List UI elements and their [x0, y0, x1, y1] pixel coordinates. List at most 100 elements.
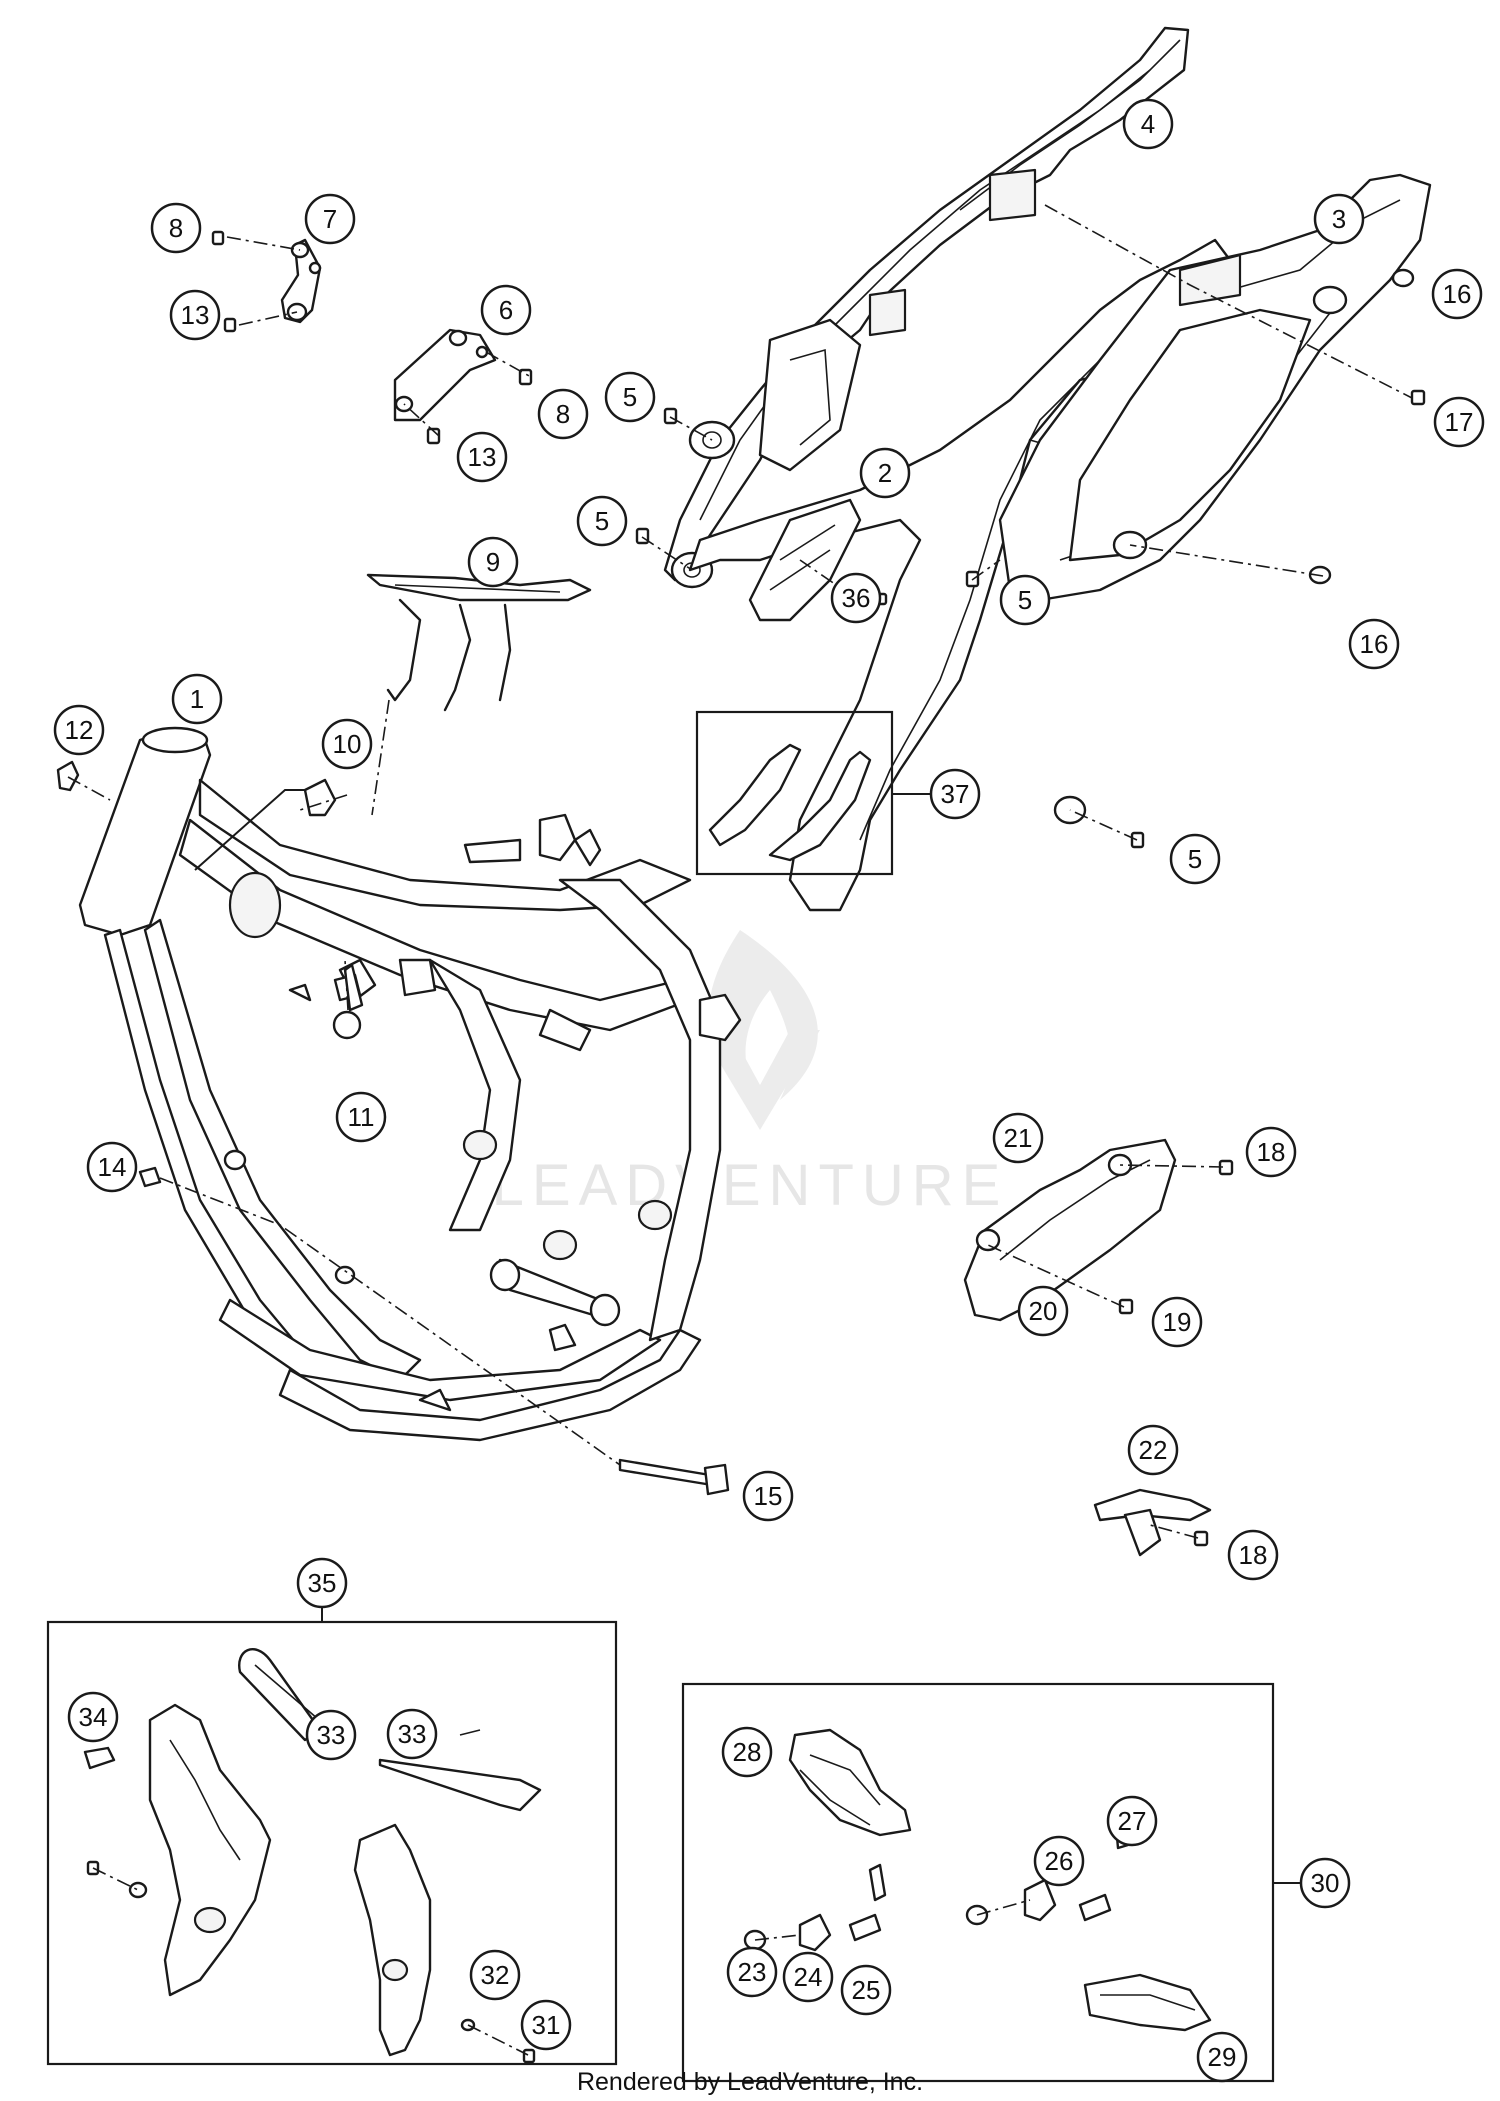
part-bolts-14-15: [138, 1166, 730, 1496]
part-12: [56, 760, 80, 792]
callout-22: 22: [1127, 1424, 1179, 1476]
footer-credit: Rendered by LeadVenture, Inc.: [576, 2068, 924, 2096]
svg-text:6: 6: [499, 295, 513, 325]
callout-19: 19: [1151, 1296, 1203, 1348]
callout-7: 7: [304, 193, 356, 245]
part-box-35: [46, 1620, 618, 2066]
svg-text:22: 22: [1139, 1435, 1168, 1465]
callout-33-b: 33: [386, 1708, 438, 1760]
svg-text:19: 19: [1163, 1307, 1192, 1337]
svg-text:4: 4: [1141, 109, 1155, 139]
svg-text:20: 20: [1029, 1296, 1058, 1326]
callout-2: 2: [859, 447, 911, 499]
callout-9: 9: [467, 536, 519, 588]
svg-text:9: 9: [486, 547, 500, 577]
svg-text:8: 8: [556, 399, 570, 429]
svg-text:25: 25: [852, 1975, 881, 2005]
part-clamp-11: [332, 963, 364, 1040]
part-bracket-7: [280, 238, 322, 324]
svg-text:5: 5: [623, 382, 637, 412]
svg-text:24: 24: [794, 1962, 823, 1992]
callout-5-b: 5: [576, 495, 628, 547]
part-main-frame: [78, 726, 742, 1442]
callout-14: 14: [86, 1141, 138, 1193]
svg-text:10: 10: [333, 729, 362, 759]
svg-text:8: 8: [169, 213, 183, 243]
svg-text:23: 23: [738, 1957, 767, 1987]
svg-text:30: 30: [1311, 1868, 1340, 1898]
callout-4: 4: [1122, 98, 1174, 150]
part-bracket-6: [393, 328, 497, 422]
svg-text:1: 1: [190, 684, 204, 714]
callout-37: 37: [929, 768, 981, 820]
watermark-text: LEADVENTURE: [492, 1153, 1009, 1218]
callout-5-a: 5: [604, 371, 656, 423]
part-box-37: [695, 710, 894, 876]
svg-text:26: 26: [1045, 1846, 1074, 1876]
part-guard-22: [1093, 1488, 1212, 1557]
svg-text:35: 35: [308, 1568, 337, 1598]
callout-25: 25: [840, 1964, 892, 2016]
callout-24: 24: [782, 1951, 834, 2003]
callout-27: 27: [1106, 1795, 1158, 1847]
part-seat-bracket: [366, 573, 592, 712]
callout-32: 32: [469, 1949, 521, 2001]
callout-15: 15: [742, 1470, 794, 1522]
svg-text:7: 7: [323, 204, 337, 234]
svg-text:5: 5: [595, 506, 609, 536]
callout-23: 23: [726, 1946, 778, 1998]
svg-text:2: 2: [878, 458, 892, 488]
svg-text:36: 36: [842, 583, 871, 613]
svg-text:18: 18: [1239, 1540, 1268, 1570]
svg-text:18: 18: [1257, 1137, 1286, 1167]
part-guard-21: [963, 1138, 1234, 1322]
svg-text:29: 29: [1208, 2042, 1237, 2072]
callout-33-a: 33: [305, 1709, 357, 1761]
part-10: [303, 778, 337, 817]
leader-lines: [67, 204, 1413, 2056]
callout-12: 12: [53, 704, 105, 756]
svg-text:21: 21: [1004, 1123, 1033, 1153]
svg-text:16: 16: [1360, 629, 1389, 659]
callout-20: 20: [1017, 1285, 1069, 1337]
callout-13-b: 13: [456, 431, 508, 483]
callout-5-d: 5: [1169, 833, 1221, 885]
svg-text:11: 11: [348, 1102, 375, 1132]
svg-text:5: 5: [1188, 844, 1202, 874]
callout-28: 28: [721, 1726, 773, 1778]
callout-35: 35: [296, 1557, 348, 1609]
svg-text:27: 27: [1118, 1806, 1147, 1836]
callout-31: 31: [520, 1999, 572, 2051]
callout-3: 3: [1313, 193, 1365, 245]
callout-8-b: 8: [537, 388, 589, 440]
callout-11: 11: [335, 1091, 387, 1143]
callout-16-b: 16: [1348, 618, 1400, 670]
svg-text:37: 37: [941, 779, 970, 809]
svg-text:34: 34: [79, 1702, 108, 1732]
svg-text:13: 13: [468, 442, 497, 472]
callout-6: 6: [480, 284, 532, 336]
watermark: LEADVENTURE: [492, 930, 1009, 1218]
svg-text:16: 16: [1443, 279, 1472, 309]
svg-text:33: 33: [398, 1719, 427, 1749]
callout-34: 34: [67, 1691, 119, 1743]
svg-text:33: 33: [317, 1720, 346, 1750]
callout-26: 26: [1033, 1835, 1085, 1887]
callout-1: 1: [171, 673, 223, 725]
callout-30: 30: [1299, 1857, 1351, 1909]
bolts-top-left: [211, 230, 1426, 849]
callout-36: 36: [830, 572, 882, 624]
callout-18-b: 18: [1227, 1529, 1279, 1581]
svg-text:32: 32: [481, 1960, 510, 1990]
callout-8-a: 8: [150, 202, 202, 254]
part-box-30: [681, 1682, 1275, 2083]
svg-text:31: 31: [532, 2010, 561, 2040]
callout-21: 21: [992, 1112, 1044, 1164]
svg-text:17: 17: [1445, 407, 1474, 437]
svg-text:5: 5: [1018, 585, 1032, 615]
part-subframe-lower: [688, 173, 1432, 912]
callout-18-a: 18: [1245, 1126, 1297, 1178]
svg-text:3: 3: [1332, 204, 1346, 234]
callout-16-a: 16: [1431, 268, 1483, 320]
